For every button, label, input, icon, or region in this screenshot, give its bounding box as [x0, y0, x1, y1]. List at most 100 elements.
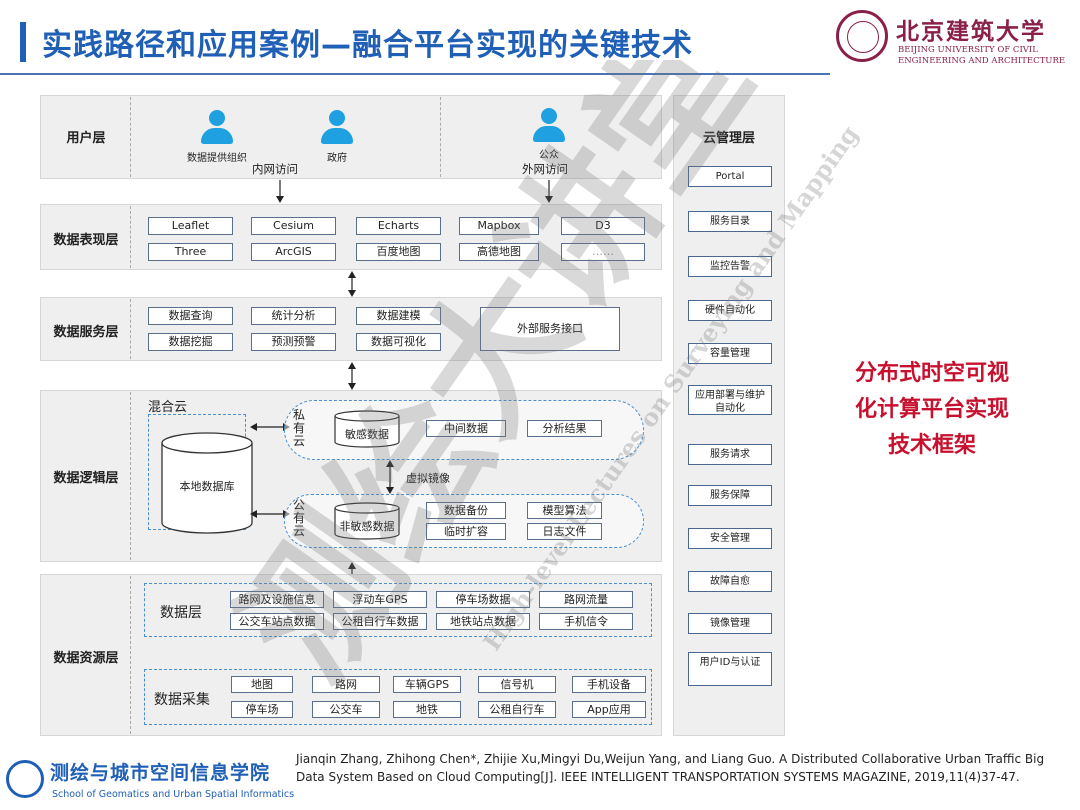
school-logo: 测绘与城市空间信息学院 School of Geomatics and Urba… — [4, 758, 294, 806]
hybrid-cloud-label: 混合云 — [148, 400, 188, 415]
cloud-mgmt-panel — [673, 95, 785, 736]
logic-layer-label: 数据逻辑层 — [53, 471, 119, 486]
service-external-api: 外部服务接口 — [480, 307, 620, 351]
arrow-extranet-down — [545, 180, 553, 203]
tool-more: …… — [561, 243, 645, 261]
university-seal-icon — [836, 10, 888, 62]
public-logs: 日志文件 — [527, 523, 602, 540]
slide-title: 实践路径和应用案例—融合平台实现的关键技术 — [42, 28, 693, 63]
service-statistics: 统计分析 — [251, 307, 336, 325]
sensitive-data-label: 敏感数据 — [345, 428, 389, 441]
university-name-en-line2: ENGINEERING AND ARCHITECTURE — [898, 56, 1066, 66]
service-visualization: 数据可视化 — [356, 333, 441, 351]
reference-citation: Jianqin Zhang, Zhihong Chen*, Zhijie Xu,… — [296, 752, 1045, 784]
university-name-cn: 北京建筑大学 — [896, 18, 1046, 45]
private-cloud-label: 私有云 — [293, 408, 306, 448]
collection-panel — [144, 669, 652, 725]
university-logo: 北京建筑大学 BEIJING UNIVERSITY OF CIVIL ENGIN… — [836, 10, 1068, 66]
data-floating-car-gps: 浮动车GPS — [333, 591, 427, 608]
data-layer-panel — [144, 583, 652, 637]
mgmt-image: 镜像管理 — [688, 613, 772, 634]
framework-highlight: 分布式时空可视 化计算平台实现 技术框架 — [826, 356, 1038, 464]
tool-echarts: Echarts — [356, 217, 441, 235]
nonsensitive-data-icon — [333, 502, 401, 540]
university-name-en-line1: BEIJING UNIVERSITY OF CIVIL — [898, 45, 1038, 55]
public-backup: 数据备份 — [426, 502, 506, 519]
collect-public-bike: 公租自行车 — [478, 701, 556, 718]
mgmt-service-request: 服务请求 — [688, 444, 772, 465]
mgmt-user-auth: 用户ID与认证 — [688, 652, 772, 686]
user-icon-government — [320, 110, 354, 144]
layer-divider — [130, 97, 131, 177]
layer-divider — [130, 576, 131, 734]
highlight-line-1: 分布式时空可视 — [854, 361, 1009, 386]
service-mining: 数据挖掘 — [148, 333, 233, 351]
mgmt-portal: Portal — [688, 166, 772, 187]
service-modeling: 数据建模 — [356, 307, 441, 325]
title-divider — [0, 73, 830, 75]
user-icon-data-provider — [200, 110, 234, 144]
mgmt-monitoring: 监控告警 — [688, 256, 772, 277]
mgmt-self-healing: 故障自愈 — [688, 571, 772, 592]
private-intermediate-data: 中间数据 — [426, 420, 506, 437]
resource-layer-label: 数据资源层 — [53, 651, 119, 666]
public-cloud-label: 公有云 — [293, 498, 306, 538]
tool-gaode-map: 高德地图 — [459, 243, 539, 261]
tool-baidu-map: 百度地图 — [356, 243, 441, 261]
arrow-service-logic — [348, 362, 356, 390]
private-analysis-results: 分析结果 — [527, 420, 602, 437]
local-database-icon — [160, 431, 254, 535]
tool-three: Three — [148, 243, 233, 261]
data-layer-label: 数据层 — [160, 605, 202, 621]
arrow-intranet-down — [276, 180, 284, 203]
network-divider — [440, 97, 441, 177]
nonsensitive-data-label: 非敏感数据 — [339, 520, 395, 533]
user-government-label: 政府 — [327, 153, 347, 164]
extranet-access-label: 外网访问 — [522, 162, 568, 176]
sensitive-data-icon — [333, 410, 401, 448]
user-data-provider-label: 数据提供组织 — [187, 153, 247, 164]
collect-parking: 停车场 — [231, 701, 293, 718]
tool-leaflet: Leaflet — [148, 217, 233, 235]
user-public-label: 公众 — [539, 150, 559, 161]
collect-bus: 公交车 — [312, 701, 380, 718]
collect-signal: 信号机 — [478, 676, 556, 693]
data-road-flow: 路网流量 — [539, 591, 633, 608]
data-public-bike: 公租自行车数据 — [333, 613, 427, 630]
cloud-mgmt-label: 云管理层 — [702, 131, 755, 146]
school-mark-icon — [6, 760, 44, 798]
data-road-facilities: 路网及设施信息 — [230, 591, 324, 608]
data-cell-signaling: 手机信令 — [539, 613, 633, 630]
presentation-layer-panel — [40, 204, 662, 270]
collect-metro: 地铁 — [393, 701, 461, 718]
tool-mapbox: Mapbox — [459, 217, 539, 235]
collect-road: 路网 — [312, 676, 380, 693]
mgmt-hardware-automation: 硬件自动化 — [688, 300, 772, 321]
public-models: 模型算法 — [527, 502, 602, 519]
intranet-access-label: 内网访问 — [252, 162, 298, 176]
arrow-mirror — [386, 460, 394, 494]
tool-cesium: Cesium — [251, 217, 336, 235]
tool-arcgis: ArcGIS — [251, 243, 336, 261]
collect-vehicle-gps: 车辆GPS — [393, 676, 461, 693]
virtual-mirror-label: 虚拟镜像 — [406, 472, 450, 485]
layer-divider — [130, 206, 131, 268]
school-name-cn: 测绘与城市空间信息学院 — [50, 762, 271, 784]
layer-divider — [130, 392, 131, 560]
school-name-en: School of Geomatics and Urban Spatial In… — [52, 789, 295, 800]
service-layer-label: 数据服务层 — [53, 325, 119, 340]
highlight-line-3: 技术框架 — [887, 433, 976, 458]
user-icon-public — [532, 108, 566, 142]
arrow-presentation-service — [348, 271, 356, 297]
mgmt-service-catalog: 服务目录 — [688, 211, 772, 232]
presentation-layer-label: 数据表现层 — [53, 233, 119, 248]
tool-d3: D3 — [561, 217, 645, 235]
service-query: 数据查询 — [148, 307, 233, 325]
service-forecast: 预测预警 — [251, 333, 336, 351]
data-bus-stops: 公交车站点数据 — [230, 613, 324, 630]
public-scaling: 临时扩容 — [426, 523, 506, 540]
collection-label: 数据采集 — [154, 692, 210, 708]
collect-map: 地图 — [231, 676, 293, 693]
local-database-label: 本地数据库 — [179, 480, 235, 493]
mgmt-service-assurance: 服务保障 — [688, 485, 772, 506]
